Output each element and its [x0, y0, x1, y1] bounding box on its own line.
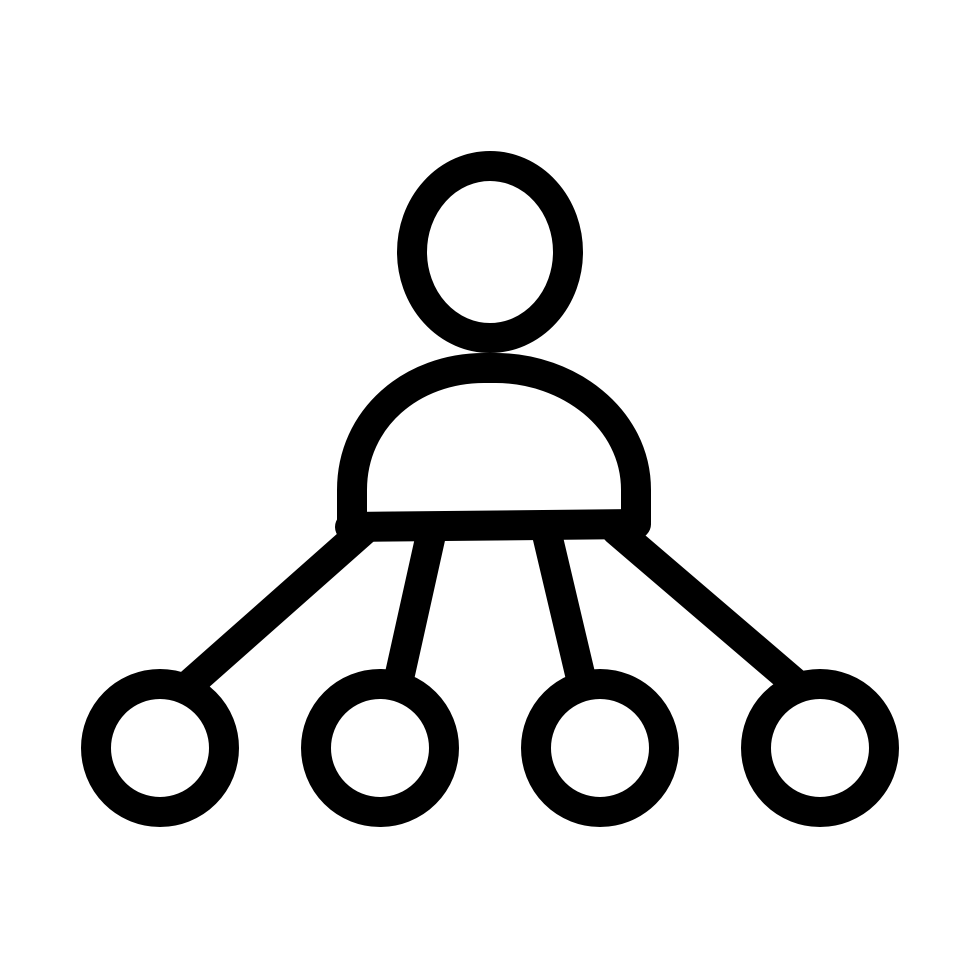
child-node-circle-3 [521, 669, 679, 827]
child-node-circle-2 [301, 669, 459, 827]
child-node-circle-1 [81, 669, 239, 827]
icon-strokes [81, 151, 899, 827]
connector-line-3 [531, 515, 595, 689]
user-base-line [335, 509, 651, 542]
connector-line-4 [601, 515, 811, 699]
user-head-icon [397, 151, 583, 353]
child-node-circle-4 [741, 669, 899, 827]
connector-line-1 [175, 515, 379, 699]
connector-line-2 [385, 515, 447, 689]
user-body-icon [337, 353, 651, 541]
